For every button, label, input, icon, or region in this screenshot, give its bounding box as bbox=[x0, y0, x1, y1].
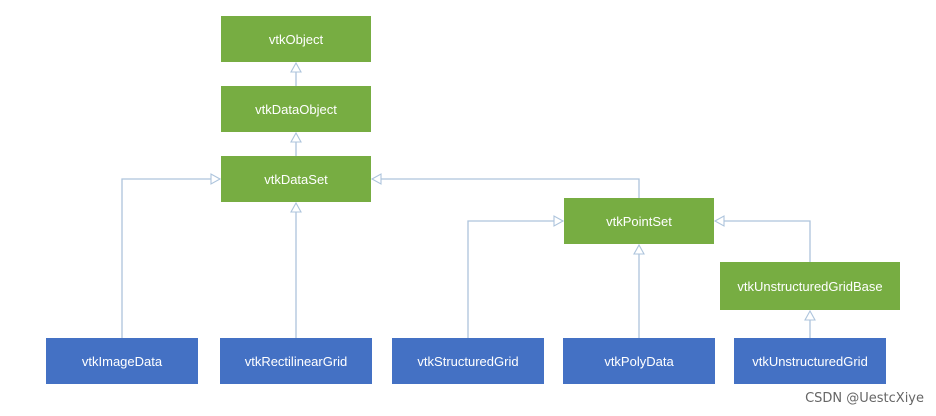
watermark: CSDN @UestcXiye bbox=[805, 391, 924, 406]
arrowhead-rectilineargrid-to-dataset bbox=[290, 201, 302, 213]
arrowhead-polydata-to-pointset bbox=[633, 243, 645, 255]
node-vtkobject: vtkObject bbox=[221, 16, 371, 62]
arrowhead-to-vtkdataobject bbox=[290, 131, 302, 143]
node-vtkunstructuredgridbase: vtkUnstructuredGridBase bbox=[720, 262, 900, 310]
arrowhead-unstructuredgridbase-to-pointset bbox=[713, 215, 725, 227]
node-vtkrectilineargrid: vtkRectilinearGrid bbox=[220, 338, 372, 384]
edge-imagedata-to-dataset bbox=[121, 178, 213, 338]
arrowhead-structuredgrid-to-pointset bbox=[553, 215, 565, 227]
edge-unstructuredgridbase-to-pointset bbox=[722, 220, 811, 262]
node-vtkunstructuredgrid: vtkUnstructuredGrid bbox=[734, 338, 886, 384]
node-vtkdataset: vtkDataSet bbox=[221, 156, 371, 202]
node-vtkimagedata: vtkImageData bbox=[46, 338, 198, 384]
arrowhead-to-vtkobject bbox=[290, 61, 302, 73]
arrowhead-imagedata-to-dataset bbox=[210, 173, 222, 185]
arrowhead-unstructuredgrid-to-base bbox=[804, 309, 816, 321]
node-vtkpointset: vtkPointSet bbox=[564, 198, 714, 244]
node-vtkpolydata: vtkPolyData bbox=[563, 338, 715, 384]
edge-structuredgrid-to-pointset bbox=[467, 220, 556, 338]
node-vtkdataobject: vtkDataObject bbox=[221, 86, 371, 132]
edge-pointset-to-dataset bbox=[379, 178, 640, 198]
node-vtkstructuredgrid: vtkStructuredGrid bbox=[392, 338, 544, 384]
arrowhead-pointset-to-dataset bbox=[370, 173, 382, 185]
